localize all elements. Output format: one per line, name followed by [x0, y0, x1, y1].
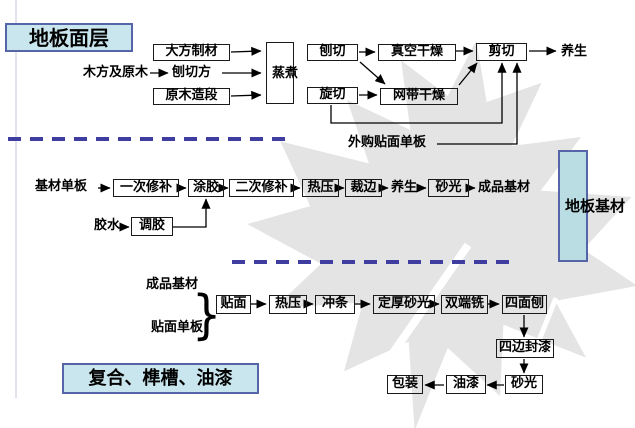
node-laminating: 贴面: [216, 295, 251, 314]
label-face-veneer: 贴面单板: [151, 320, 204, 335]
node-shearing: 剪切: [476, 43, 527, 61]
node-packing: 包装: [387, 375, 423, 394]
label-planed-square: 刨切方: [172, 65, 212, 80]
node-second-repair: 二次修补: [229, 179, 294, 197]
label-purchased-veneer: 外购贴面单板: [348, 135, 427, 150]
node-hot-pressing-substrate: 热压: [302, 179, 339, 197]
header-floor-base-label: 地板基材: [565, 193, 625, 219]
flow-arrows: [98, 46, 557, 390]
label-finished-substrate-bottom: 成品基材: [146, 277, 199, 292]
header-composite-finish: 复合、榫槽、油漆: [62, 363, 259, 394]
node-first-repair: 一次修补: [113, 179, 179, 197]
node-rotary-cutting: 旋切: [307, 87, 358, 104]
label-curing-middle: 养生: [391, 180, 418, 195]
node-square-sawing: 大方制材: [153, 44, 230, 61]
node-sanding-substrate: 砂光: [428, 179, 469, 197]
node-painting: 油漆: [446, 375, 486, 394]
node-steaming: 蒸煮: [266, 42, 299, 104]
label-finished-substrate-middle: 成品基材: [478, 180, 531, 195]
header-floor-base: 地板基材: [558, 150, 625, 262]
label-curing-top: 养生: [561, 44, 588, 59]
label-raw-wood-input: 木方及原木: [83, 65, 149, 80]
node-thickness-sanding: 定厚砂光: [373, 295, 435, 314]
node-four-edge-sealing: 四边封漆: [496, 339, 554, 358]
node-double-end-milling: 双端铣: [441, 295, 488, 314]
node-glue-coating: 涂胶: [188, 179, 224, 197]
node-edge-trimming: 裁边: [345, 179, 382, 197]
node-sanding-composite: 砂光: [505, 375, 543, 394]
label-substrate-veneer: 基材单板: [35, 179, 88, 194]
node-hot-pressing-composite: 热压: [269, 295, 307, 314]
node-glue-mixing: 调胶: [131, 217, 173, 236]
node-log-bucking: 原木造段: [153, 88, 230, 105]
node-vacuum-drying: 真空干燥: [378, 44, 456, 61]
label-glue: 胶水: [94, 218, 121, 233]
grouping-brace: }: [192, 283, 222, 346]
node-strip-punching: 冲条: [315, 295, 355, 314]
node-steaming-label: 蒸煮: [272, 65, 299, 81]
maple-leaf-watermark: [15, 0, 635, 428]
node-four-side-planing: 四面刨: [502, 295, 547, 314]
node-mesh-belt-drying: 网带干燥: [380, 88, 458, 105]
node-slicing: 刨切: [307, 44, 358, 61]
header-floor-surface: 地板面层: [5, 23, 133, 52]
